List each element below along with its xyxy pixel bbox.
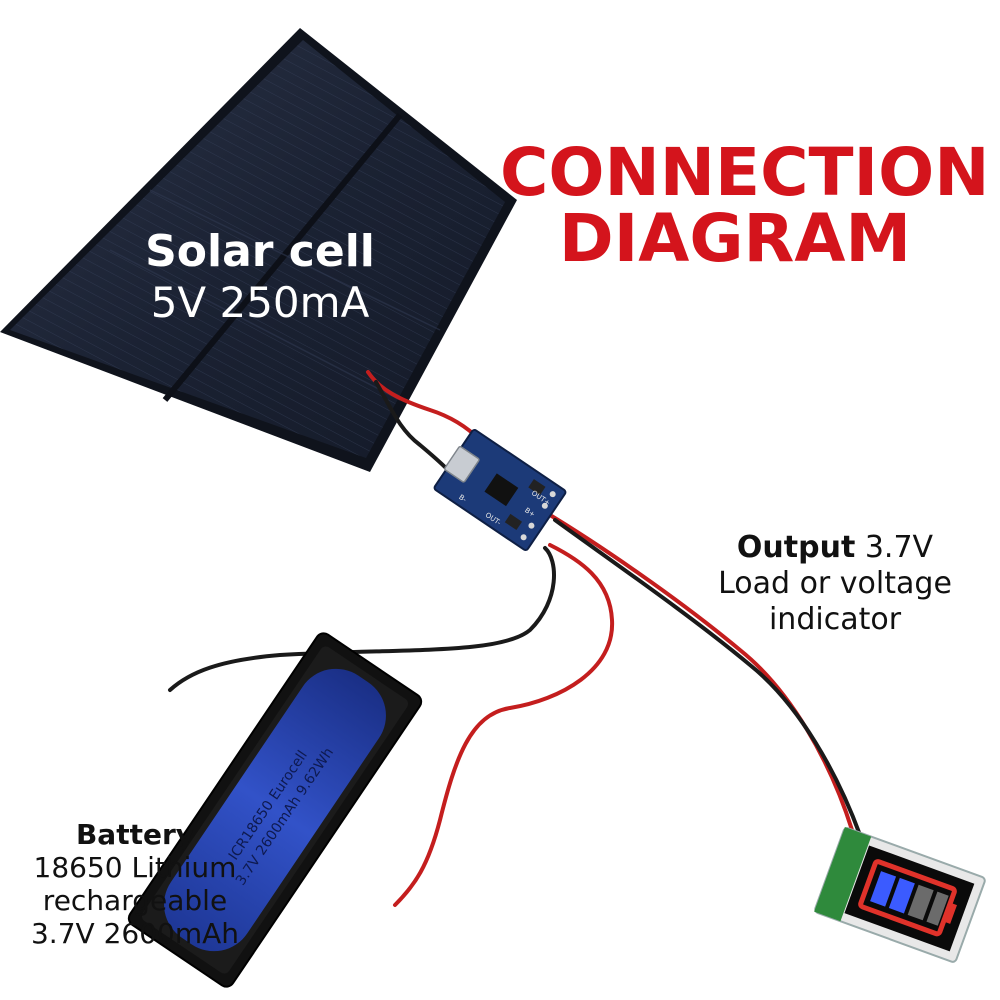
- solar-cell-label: Solar cell 5V 250mA: [110, 226, 410, 328]
- wire-output-black: [553, 518, 862, 837]
- battery-desc-line-1: 18650 Lithium: [33, 851, 237, 884]
- panel-divider-3: [109, 249, 401, 401]
- output-label: Output 3.7V Load or voltage indicator: [690, 530, 980, 638]
- wire-battery-red: [393, 543, 615, 907]
- battery-desc-line-3: 3.7V 2600mAh: [30, 917, 240, 950]
- output-voltage: 3.7V: [864, 530, 934, 565]
- title-line-2: DIAGRAM: [558, 200, 912, 277]
- output-name: Output: [736, 530, 856, 565]
- solar-cell-spec: 5V 250mA: [150, 278, 370, 327]
- diagram-title: CONNECTION DIAGRAM: [500, 134, 990, 277]
- level-bar-2: [888, 877, 915, 914]
- battery-outline-icon: [858, 859, 957, 937]
- usb-port: [444, 445, 480, 483]
- charger-module: OUT+ B+ B- OUT-: [433, 429, 567, 551]
- pin-b-minus: B-: [457, 493, 468, 504]
- battery-name: Battery: [75, 818, 195, 851]
- battery-holder: ICR18650 Eurocell 3.7V 2600mAh 9.62Wh: [127, 632, 423, 988]
- wire-battery-black: [168, 546, 556, 692]
- title-line-1: CONNECTION: [500, 134, 990, 211]
- solar-cell-name: Solar cell: [145, 226, 375, 277]
- level-bar-4: [926, 891, 949, 926]
- panel-divider: [162, 113, 403, 402]
- wire-solar-black: [374, 380, 450, 472]
- wires: [168, 370, 862, 907]
- voltage-indicator: [814, 827, 986, 963]
- battery-label: Battery 18650 Lithium rechargeable 3.7V …: [10, 818, 260, 950]
- level-bar-1: [870, 871, 897, 907]
- output-desc-line-2: indicator: [768, 602, 902, 637]
- level-bar-3: [907, 884, 934, 921]
- output-desc-line-1: Load or voltage: [718, 566, 952, 601]
- solar-panel: [0, 28, 517, 472]
- panel-divider-2: [149, 189, 441, 331]
- battery-desc-line-2: rechargeable: [42, 884, 228, 917]
